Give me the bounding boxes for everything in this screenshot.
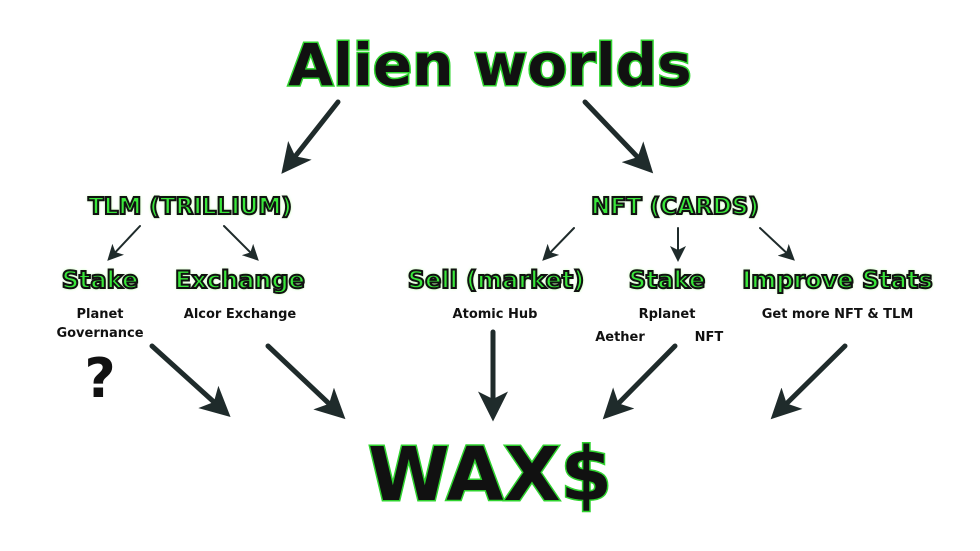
exchange-detail: Alcor Exchange (183, 307, 297, 322)
diagram-title: Alien worlds (287, 31, 693, 99)
tlm-stake-detail-governance: Governance (56, 326, 144, 341)
exchange-label: Exchange (174, 266, 306, 294)
arrow-exchange-to-wax (265, 343, 346, 420)
arrow-tlm-to-exchange (223, 225, 259, 261)
sell-market-detail: Atomic Hub (452, 307, 538, 322)
arrow-tlm-stake-to-wax (149, 343, 231, 418)
tlm-branch-label: TLM (TRILLIUM) (87, 194, 293, 220)
arrow-nft-stake-to-wax (602, 343, 678, 420)
arrow-title-to-tlm (281, 99, 341, 174)
improve-stats-detail: Get more NFT & TLM (761, 307, 914, 322)
arrow-improve-to-wax (770, 343, 848, 420)
arrow-title-to-nft (582, 99, 654, 174)
improve-stats-label: Improve Stats (741, 266, 933, 294)
arrow-nft-to-sell (542, 227, 575, 261)
question-mark: ? (84, 347, 116, 410)
nft-stake-detail: Rplanet (638, 307, 696, 322)
arrow-tlm-to-stake (107, 225, 141, 261)
nft-branch-label: NFT (CARDS) (590, 194, 760, 220)
arrow-nft-to-improve (759, 227, 795, 261)
tlm-stake-detail-planet: Planet (76, 307, 124, 322)
nft-stake-sub-nft: NFT (694, 330, 724, 345)
tlm-stake-label: Stake (61, 266, 140, 294)
nft-stake-label: Stake (628, 266, 707, 294)
wax-result: WAX$ (366, 432, 613, 518)
nft-stake-sub-aether: Aether (595, 330, 645, 345)
sell-market-label: Sell (market) (407, 266, 585, 294)
